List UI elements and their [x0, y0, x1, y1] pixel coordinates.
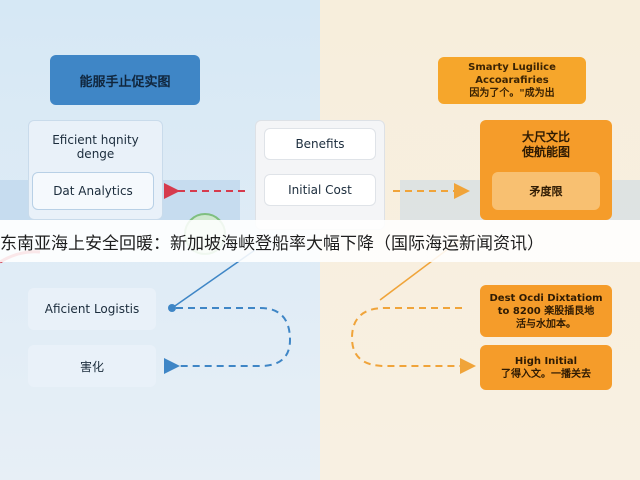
right-inner-label: 矛度限 [529, 185, 563, 198]
data-analytics-box: Dat Analytics [32, 172, 154, 210]
arrow-blue-loop [164, 307, 292, 374]
destination-label: Dest Ocdi Dixtatiom to 8200 楽股插艮地 活与水加本。 [489, 292, 603, 330]
high-initial-label: High Initial 了得入文。一播关去 [501, 355, 591, 380]
connector-blue-dot [168, 304, 176, 312]
arrow-orange-loop [350, 307, 476, 374]
initial-cost-label: Initial Cost [288, 183, 352, 197]
headline-text[interactable]: 东南亚海上安全回暖：新加坡海峡登船率大幅下降（国际海运新闻资讯） [0, 233, 544, 254]
left-header-box: 能服手止促实图 [50, 55, 200, 105]
right-card-title: 大尺文比 使航能图 [521, 130, 570, 159]
benefits-label: Benefits [295, 137, 345, 151]
high-initial-box: High Initial 了得入文。一播关去 [480, 345, 612, 390]
initial-cost-box: Initial Cost [264, 174, 376, 206]
efficient-logistics-label: Aficient Logistis [44, 302, 140, 316]
data-analytics-label: Dat Analytics [53, 184, 133, 198]
right-header-label: Smarty Lugilice Accoarafiries 因为了个。"成为出 [468, 62, 556, 99]
efficient-logistics-box: Aficient Logistis [28, 288, 156, 330]
right-header-box: Smarty Lugilice Accoarafiries 因为了个。"成为出 [438, 57, 586, 104]
right-inner-box: 矛度限 [492, 172, 600, 210]
left-small-box: 害化 [28, 345, 156, 387]
left-card-title: Eficient hqnity denge [52, 133, 139, 161]
benefits-box: Benefits [264, 128, 376, 160]
destination-box: Dest Ocdi Dixtatiom to 8200 楽股插艮地 活与水加本。 [480, 285, 612, 337]
headline-banner[interactable]: 东南亚海上安全回暖：新加坡海峡登船率大幅下降（国际海运新闻资讯） [0, 220, 640, 262]
left-small-label: 害化 [79, 359, 104, 374]
left-header-label: 能服手止促实图 [79, 74, 171, 90]
